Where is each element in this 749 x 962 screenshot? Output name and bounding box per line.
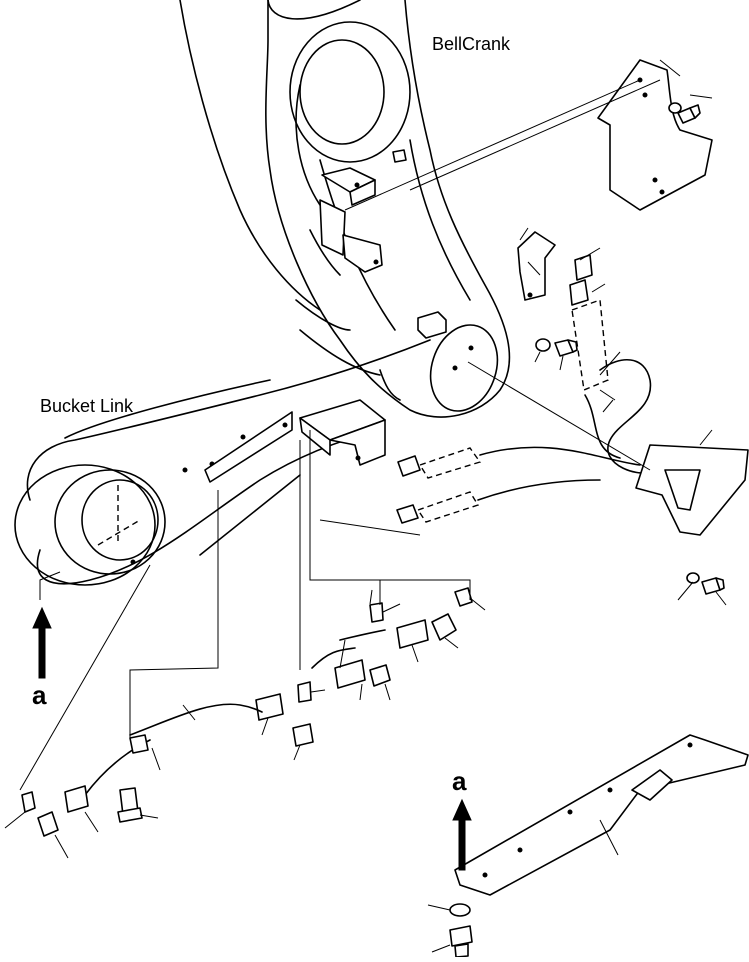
view-arrow-right (452, 798, 472, 871)
view-a-label-left: a (32, 680, 47, 710)
washer-4 (449, 903, 471, 917)
bolt-2 (554, 339, 578, 357)
sensor-bracket-lower (299, 399, 386, 466)
washer-2 (535, 338, 551, 352)
bellcrank-label: BellCrank (432, 34, 511, 54)
view-arrow-left (32, 606, 52, 679)
bucket-link-boss (14, 434, 246, 586)
bucket-link-label: Bucket Link (40, 396, 134, 416)
bellcrank-bracket (319, 149, 407, 273)
cover-plate-top (597, 59, 713, 211)
guard-plate (454, 734, 749, 896)
bolt-3 (701, 577, 725, 595)
sensor-plate (204, 411, 293, 483)
bucket-link-body (26, 299, 431, 585)
bolt-1 (677, 104, 701, 124)
fittings-lower (84, 587, 473, 796)
bolt-4 (449, 925, 473, 958)
view-a-label-right: a (452, 766, 467, 796)
washer-3 (686, 572, 700, 584)
connectors-lower-left (21, 734, 149, 837)
hose-connectors (396, 446, 641, 524)
sensor-bracket-upper (517, 231, 556, 301)
switch-assembly-right (569, 254, 661, 474)
spacer-block (417, 311, 447, 339)
washer-1 (668, 102, 682, 114)
leader-lines (4, 59, 727, 953)
